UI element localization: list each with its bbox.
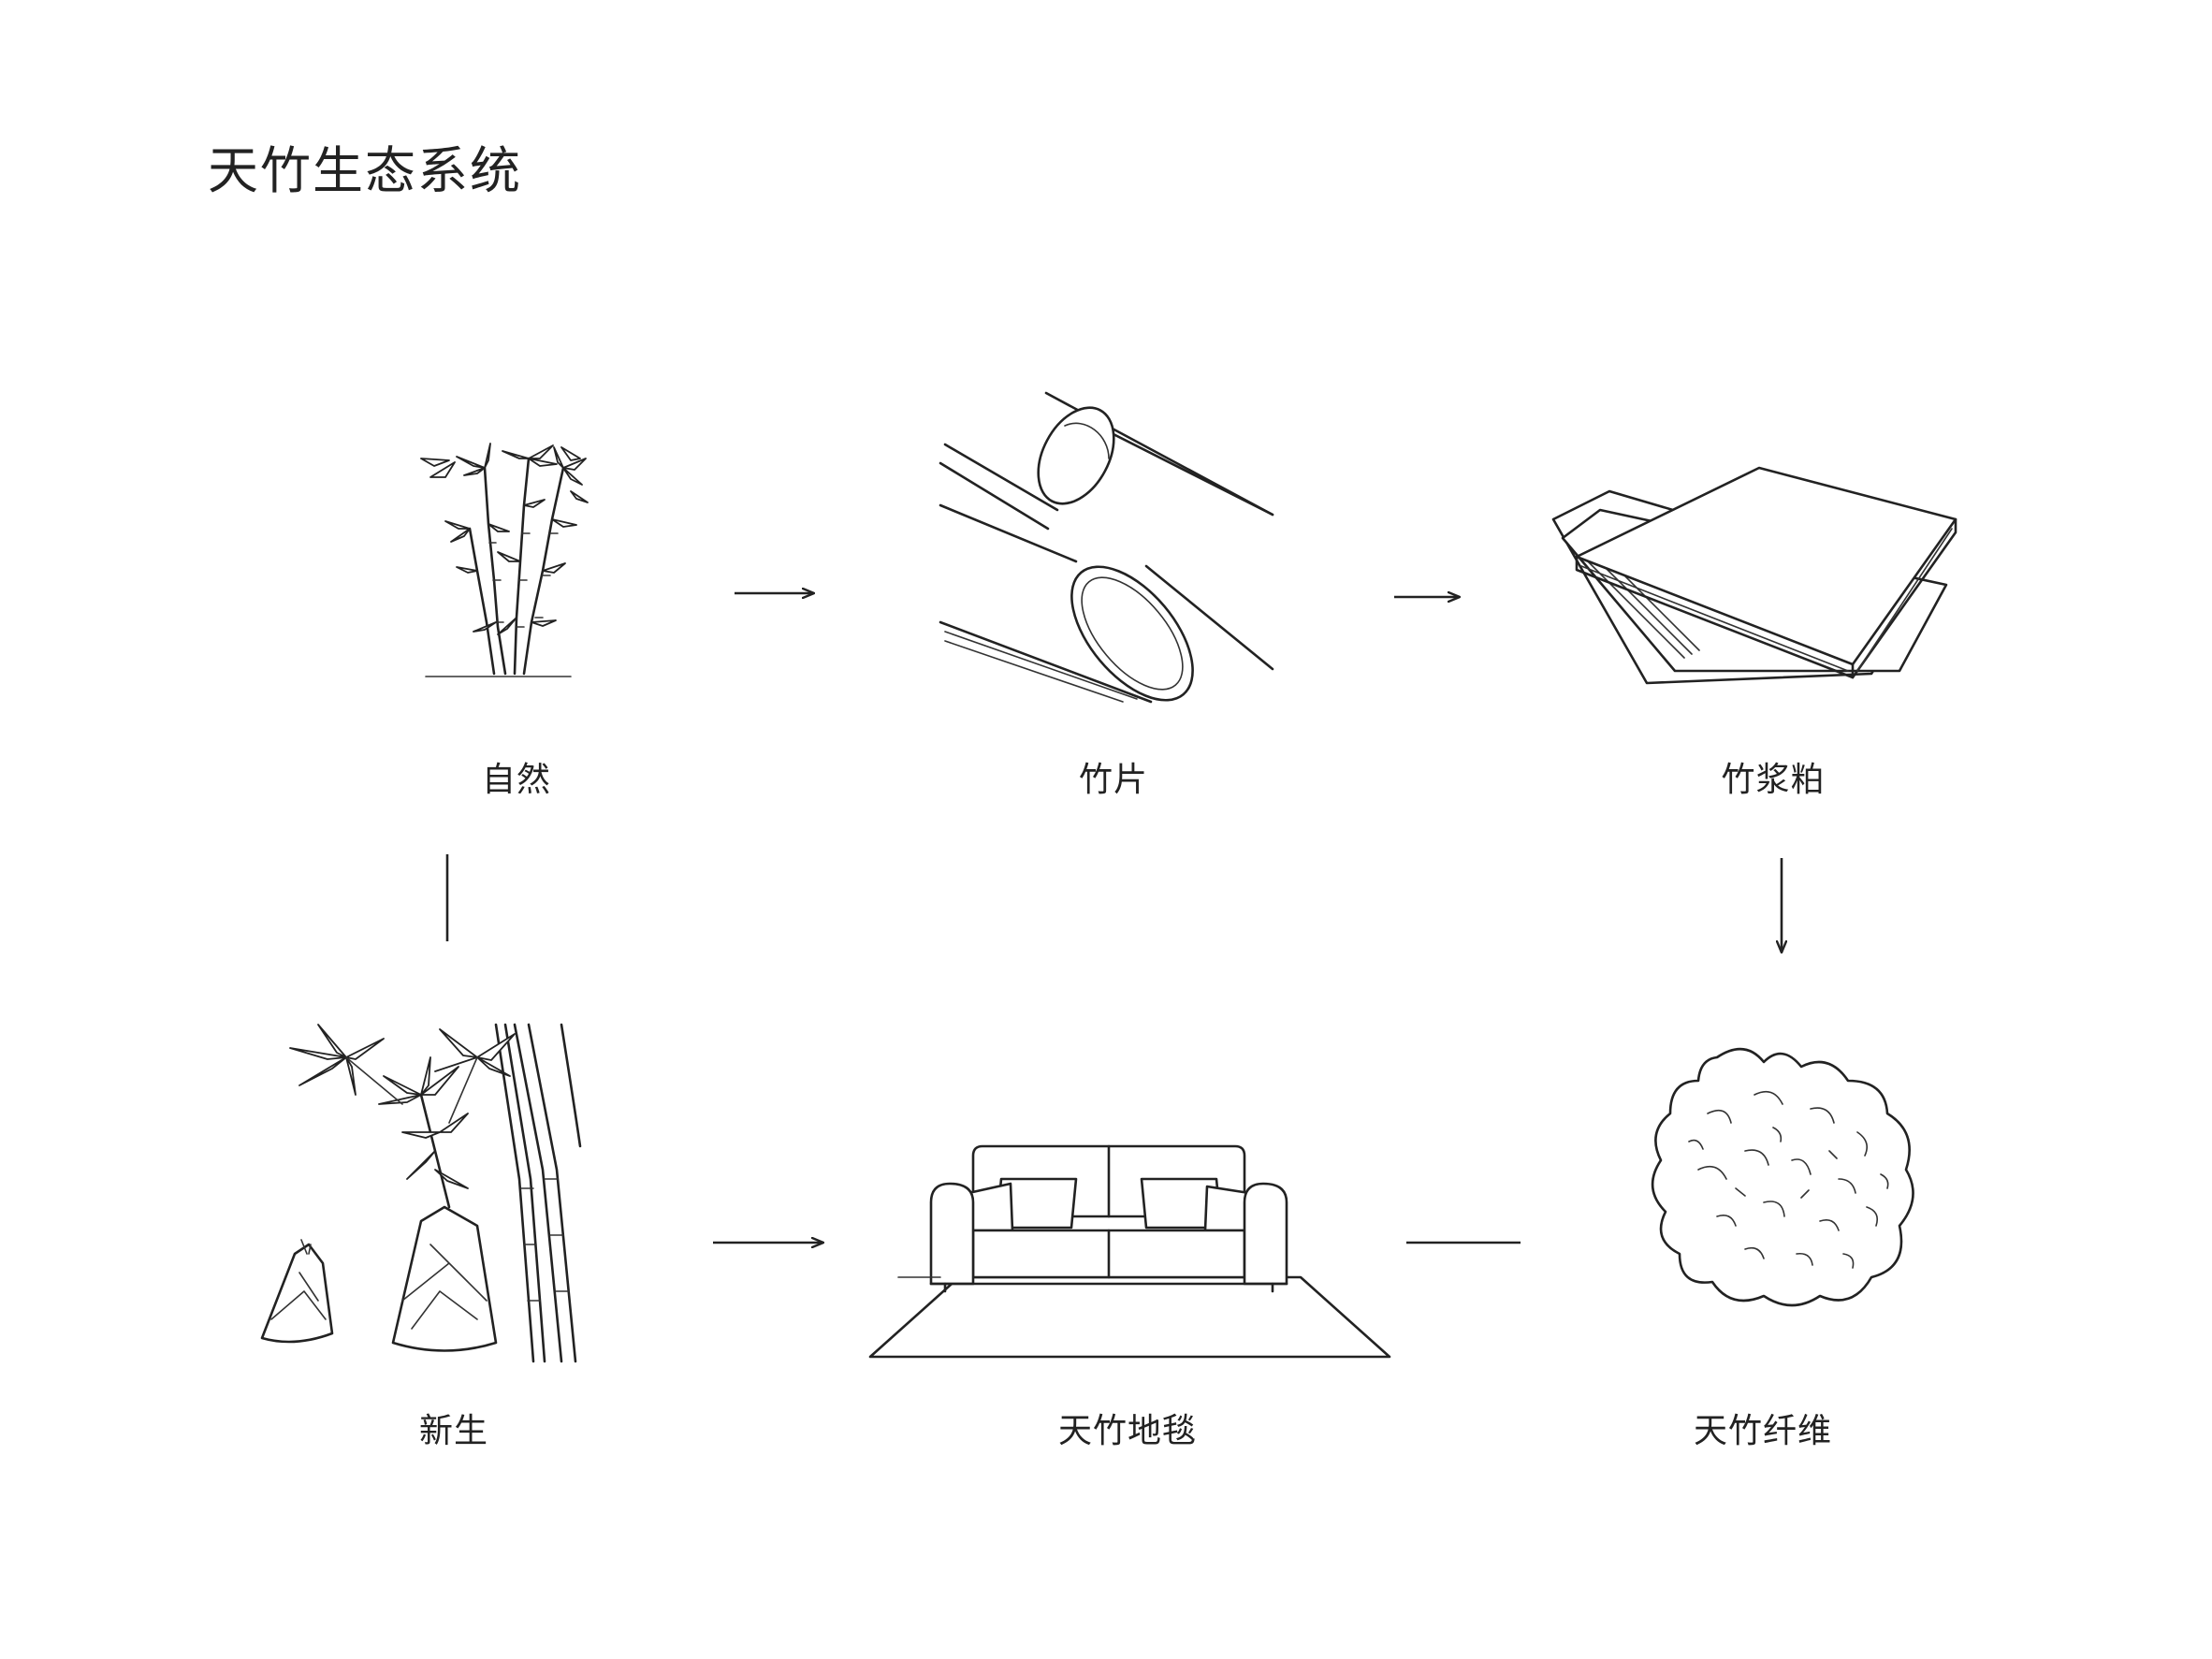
node-bamboo-chips <box>936 388 1291 716</box>
node-nature <box>384 440 608 702</box>
label-bamboo-chips: 竹片 <box>1078 761 1149 799</box>
bamboo-tubes-icon <box>939 391 1274 704</box>
sofa-carpet-icon <box>868 1144 1391 1359</box>
pulp-sheets-icon <box>1551 466 1957 685</box>
node-rebirth <box>253 1020 589 1366</box>
fiber-tuft-icon <box>1651 1047 1914 1307</box>
bamboo-shoots-icon <box>260 1023 582 1363</box>
diagram-title: 天竹生态系统 <box>208 141 522 200</box>
label-nature: 自然 <box>481 761 552 799</box>
node-bamboo-pulp <box>1544 463 1974 697</box>
label-bamboo-pulp: 竹浆粕 <box>1721 761 1826 799</box>
node-tianzhu-fiber <box>1642 1039 1923 1310</box>
label-rebirth: 新生 <box>418 1412 489 1450</box>
node-tianzhu-carpet <box>861 1142 1394 1366</box>
bamboo-grove-icon <box>420 443 589 677</box>
label-tianzhu-fiber: 天竹纤维 <box>1693 1412 1833 1450</box>
label-tianzhu-carpet: 天竹地毯 <box>1057 1412 1198 1450</box>
